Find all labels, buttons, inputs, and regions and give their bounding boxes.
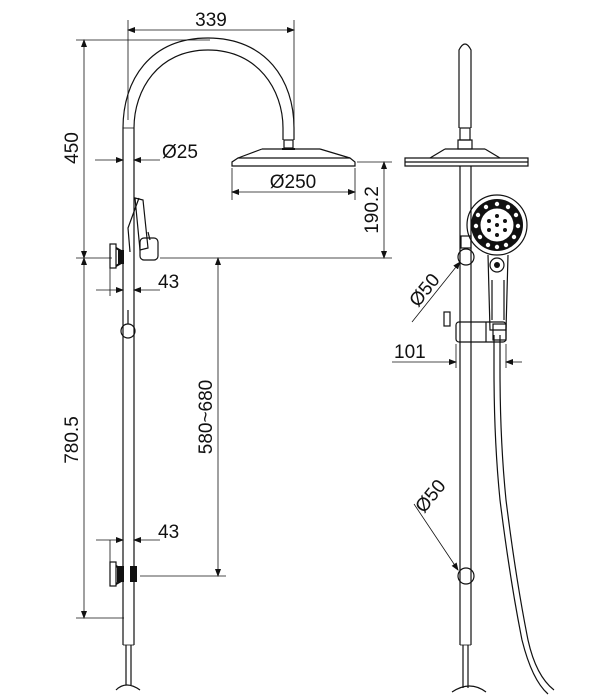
front-slider-knob bbox=[120, 310, 136, 339]
side-upper-knob bbox=[457, 235, 475, 266]
side-slider-holder bbox=[443, 311, 507, 343]
dimension-side-d50-upper: Ø50 bbox=[406, 261, 461, 323]
dim-arm-height: 450 bbox=[62, 132, 83, 164]
dim-arm-reach: 339 bbox=[195, 10, 227, 31]
dim-bracket-top: 43 bbox=[158, 272, 179, 293]
front-lower-bracket bbox=[109, 561, 137, 587]
dimension-d250: Ø250 bbox=[231, 168, 356, 200]
dimension-43-bottom: 43 bbox=[96, 522, 179, 562]
front-view: 339 450 Ø25 Ø250 190.2 bbox=[62, 10, 392, 691]
side-shower-head bbox=[404, 148, 529, 167]
dim-head-drop: 190.2 bbox=[362, 186, 383, 234]
side-lower-knob bbox=[457, 567, 475, 585]
dim-head-diameter: Ø250 bbox=[270, 172, 316, 193]
dim-adjust-range: 580~680 bbox=[196, 380, 217, 455]
dimension-190-2: 190.2 bbox=[160, 161, 392, 259]
front-shower-head bbox=[231, 148, 356, 167]
side-view: Ø50 101 Ø50 bbox=[392, 43, 555, 695]
dimension-side-d50-lower: Ø50 bbox=[412, 476, 459, 571]
dim-rail-length: 780.5 bbox=[62, 416, 83, 464]
dimension-339: 339 bbox=[127, 10, 295, 130]
dim-projection: 101 bbox=[394, 342, 426, 363]
front-rail bbox=[115, 127, 141, 691]
dimension-43-top: 43 bbox=[96, 268, 179, 296]
dimension-580-680: 580~680 bbox=[140, 257, 226, 577]
dimension-d25: Ø25 bbox=[95, 142, 198, 163]
side-hand-shower bbox=[466, 194, 555, 695]
front-hand-shower bbox=[127, 197, 159, 261]
dim-lower-diameter: Ø50 bbox=[412, 476, 451, 517]
front-curved-arm bbox=[122, 37, 295, 149]
front-upper-bracket bbox=[109, 243, 124, 269]
side-top-arm bbox=[457, 43, 473, 150]
dim-handset-diameter: Ø50 bbox=[406, 270, 445, 311]
dim-arm-diameter: Ø25 bbox=[162, 142, 198, 163]
dimension-780-5: 780.5 bbox=[62, 257, 124, 619]
dim-bracket-bottom: 43 bbox=[158, 522, 179, 543]
dimension-side-101: 101 bbox=[392, 342, 522, 368]
